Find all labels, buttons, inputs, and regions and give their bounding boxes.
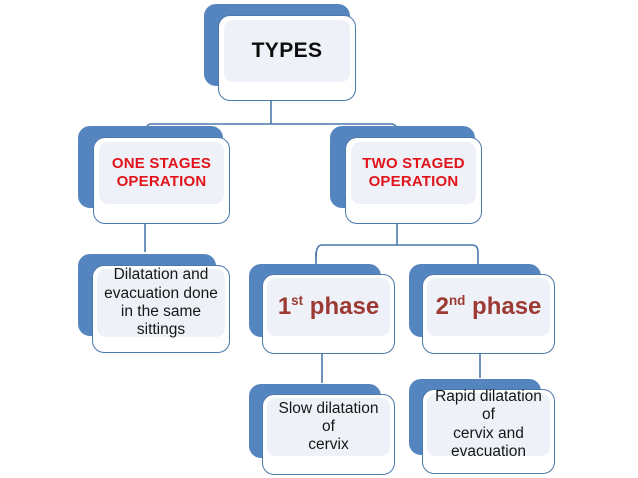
node-phase-1-detail-inner: Slow dilatation of cervix — [267, 398, 390, 456]
node-one-stages-inner: ONE STAGES OPERATION — [99, 142, 224, 204]
node-phase-1-number: 1 — [277, 292, 292, 320]
node-two-staged-inner: TWO STAGED OPERATION — [351, 142, 476, 204]
node-phase-1-word: phase — [309, 292, 380, 320]
node-phase-2[interactable]: 2nd phase — [409, 264, 557, 354]
node-one-stage-detail-inner: Dilatation and evacuation done in the sa… — [97, 266, 225, 339]
node-phase-2-detail-inner: Rapid dilatation of cervix and evacuatio… — [427, 388, 550, 460]
node-types-label: TYPES — [251, 38, 323, 62]
node-two-staged-label-line1: TWO STAGED — [362, 155, 465, 173]
node-one-stages-operation[interactable]: ONE STAGES OPERATION — [78, 126, 230, 224]
node-one-stage-detail-line2: evacuation done — [104, 284, 218, 302]
node-one-stage-detail-line1: Dilatation and — [113, 266, 209, 284]
node-phase-2-inner: 2nd phase — [427, 278, 550, 336]
node-phase-2-ordinal: nd — [448, 292, 466, 308]
node-phase-1-inner: 1st phase — [267, 278, 390, 336]
node-one-stage-detail[interactable]: Dilatation and evacuation done in the sa… — [78, 254, 233, 354]
node-phase-2-word: phase — [472, 292, 542, 320]
node-types-inner: TYPES — [224, 20, 350, 82]
node-one-stage-detail-line3: in the same — [120, 303, 202, 320]
node-phase-2-number: 2 — [435, 292, 449, 320]
node-two-staged-label-line2: OPERATION — [368, 173, 459, 190]
node-phase-2-label: 2nd phase — [427, 293, 550, 321]
node-phase-2-detail-line2: cervix and — [453, 424, 524, 442]
node-phase-1-label: 1st phase — [267, 293, 390, 321]
node-one-stage-detail-line4: sittings — [136, 321, 186, 339]
node-one-stages-label-line2: OPERATION — [116, 173, 207, 190]
node-phase-1-detail[interactable]: Slow dilatation of cervix — [249, 384, 397, 476]
node-phase-1-detail-line2: cervix — [308, 436, 349, 454]
node-types[interactable]: TYPES — [204, 4, 356, 101]
node-phase-2-detail[interactable]: Rapid dilatation of cervix and evacuatio… — [409, 379, 557, 475]
node-phase-2-detail-line3: evacuation — [451, 442, 526, 460]
node-two-staged-operation[interactable]: TWO STAGED OPERATION — [330, 126, 482, 224]
node-one-stages-label-line1: ONE STAGES — [111, 155, 212, 173]
node-phase-1[interactable]: 1st phase — [249, 264, 397, 354]
node-phase-1-ordinal: st — [291, 292, 304, 308]
node-phase-2-detail-line1: Rapid dilatation of — [435, 387, 542, 424]
node-phase-1-detail-line1: Slow dilatation of — [278, 399, 379, 435]
